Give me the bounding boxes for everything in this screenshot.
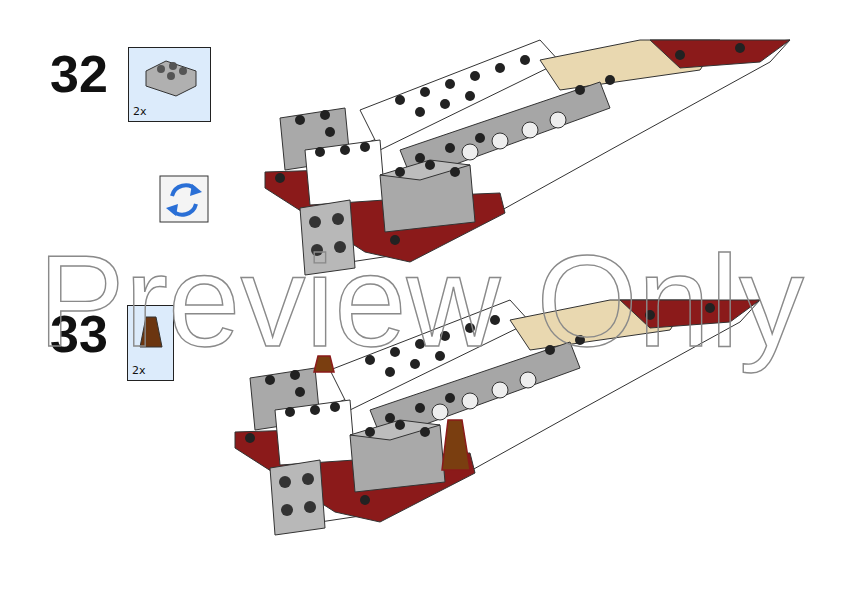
watermark: Preview Only	[38, 236, 804, 366]
quantity-label: 2x	[133, 105, 147, 118]
brick-icon	[141, 56, 201, 101]
step-number: 32	[50, 48, 108, 100]
part-callout-box: 2x	[128, 47, 211, 122]
